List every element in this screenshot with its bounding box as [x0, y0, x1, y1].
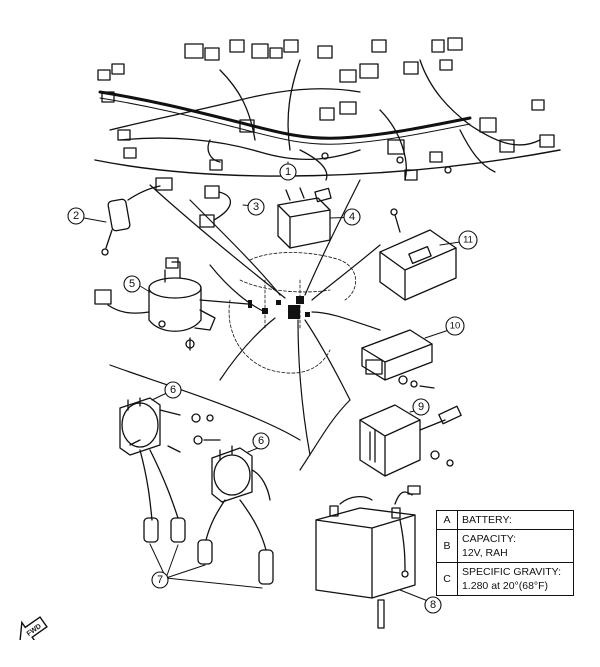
svg-text:5: 5 [129, 278, 135, 290]
svg-text:11: 11 [463, 235, 473, 246]
svg-text:7: 7 [157, 574, 163, 586]
svg-text:6: 6 [170, 384, 176, 396]
fwd-arrow-icon: FWD [19, 616, 48, 640]
callout-2: 2 [67, 207, 85, 225]
main-switch [94, 257, 216, 351]
spec-line: 12V, RAH [462, 547, 508, 559]
svg-text:1: 1 [285, 166, 291, 178]
callout-4: 4 [343, 208, 361, 226]
callout-9: 9 [412, 398, 430, 416]
spec-key: C [436, 562, 458, 596]
callout-1: 1 [279, 163, 297, 181]
callout-6b: 6 [252, 432, 270, 450]
callout-markers: 1 2 3 4 5 6 6 7 8 9 10 11 [67, 163, 478, 614]
relay [277, 187, 332, 249]
spec-row-a: A BATTERY: [436, 510, 574, 530]
callout-6a: 6 [164, 381, 182, 399]
wire-harness [94, 37, 561, 181]
spec-value: BATTERY: [457, 510, 574, 530]
spec-line: CAPACITY: [462, 533, 517, 545]
spark-plug-leads [129, 439, 274, 585]
rectifier-regulator [359, 404, 462, 477]
callout-3: 3 [247, 198, 265, 216]
svg-text:10: 10 [450, 321, 461, 332]
spec-value: SPECIFIC GRAVITY: 1.280 at 20°(68°F) [457, 562, 574, 596]
spec-key: B [436, 529, 458, 563]
svg-text:3: 3 [253, 201, 259, 213]
svg-text:6: 6 [258, 435, 264, 447]
spec-line: 1.280 at 20°(68°F) [462, 580, 549, 592]
svg-text:8: 8 [430, 599, 436, 611]
battery [315, 485, 421, 629]
cdi-unit [379, 208, 457, 301]
svg-text:2: 2 [73, 210, 79, 222]
svg-text:4: 4 [349, 211, 355, 223]
ignition-coil-1 [119, 397, 221, 456]
spec-value: CAPACITY: 12V, RAH [457, 529, 574, 563]
spec-key: A [436, 510, 458, 530]
callout-leaders [83, 161, 461, 604]
spec-row-b: B CAPACITY: 12V, RAH [436, 529, 574, 563]
connector-small [199, 185, 232, 228]
spec-line: BATTERY: [462, 514, 512, 526]
svg-text:9: 9 [418, 401, 424, 413]
callout-8: 8 [424, 596, 442, 614]
spec-line: SPECIFIC GRAVITY: [462, 566, 561, 578]
leader-lines [109, 179, 381, 471]
spec-row-c: C SPECIFIC GRAVITY: 1.280 at 20°(68°F) [436, 562, 574, 596]
ignition-coil-2 [211, 445, 271, 503]
battery-spec-table: A BATTERY: B CAPACITY: 12V, RAH C SPECIFI… [436, 510, 574, 596]
spark-plug-cap-lead [101, 177, 173, 256]
callout-10: 10 [445, 316, 465, 336]
flasher-relay [361, 329, 435, 389]
callout-7: 7 [151, 571, 169, 589]
callout-5: 5 [123, 275, 141, 293]
callout-11: 11 [458, 230, 478, 250]
